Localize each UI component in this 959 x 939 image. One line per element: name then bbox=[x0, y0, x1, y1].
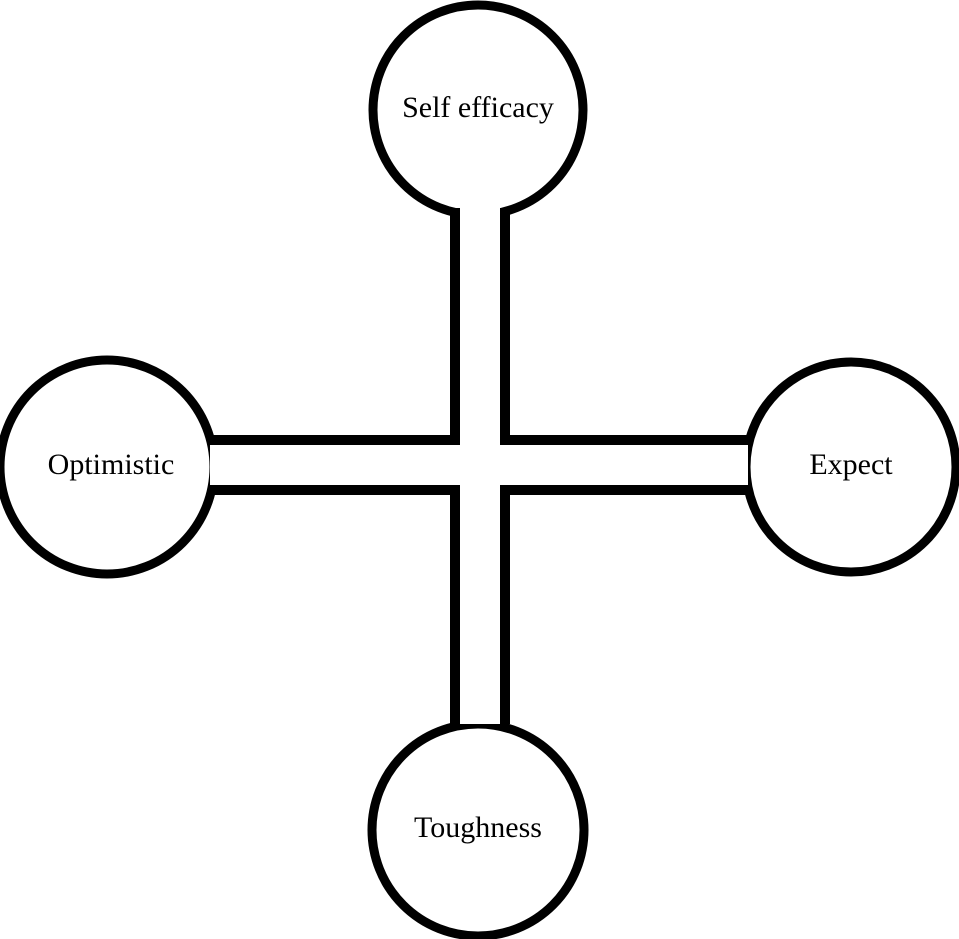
node-label-expect: Expect bbox=[809, 448, 893, 481]
node-label-self-efficacy: Self efficacy bbox=[402, 91, 554, 124]
node-label-optimistic: Optimistic bbox=[48, 448, 175, 481]
node-label-toughness: Toughness bbox=[414, 811, 542, 844]
cross-connector-fill bbox=[210, 208, 748, 724]
cross-connector bbox=[210, 208, 748, 724]
